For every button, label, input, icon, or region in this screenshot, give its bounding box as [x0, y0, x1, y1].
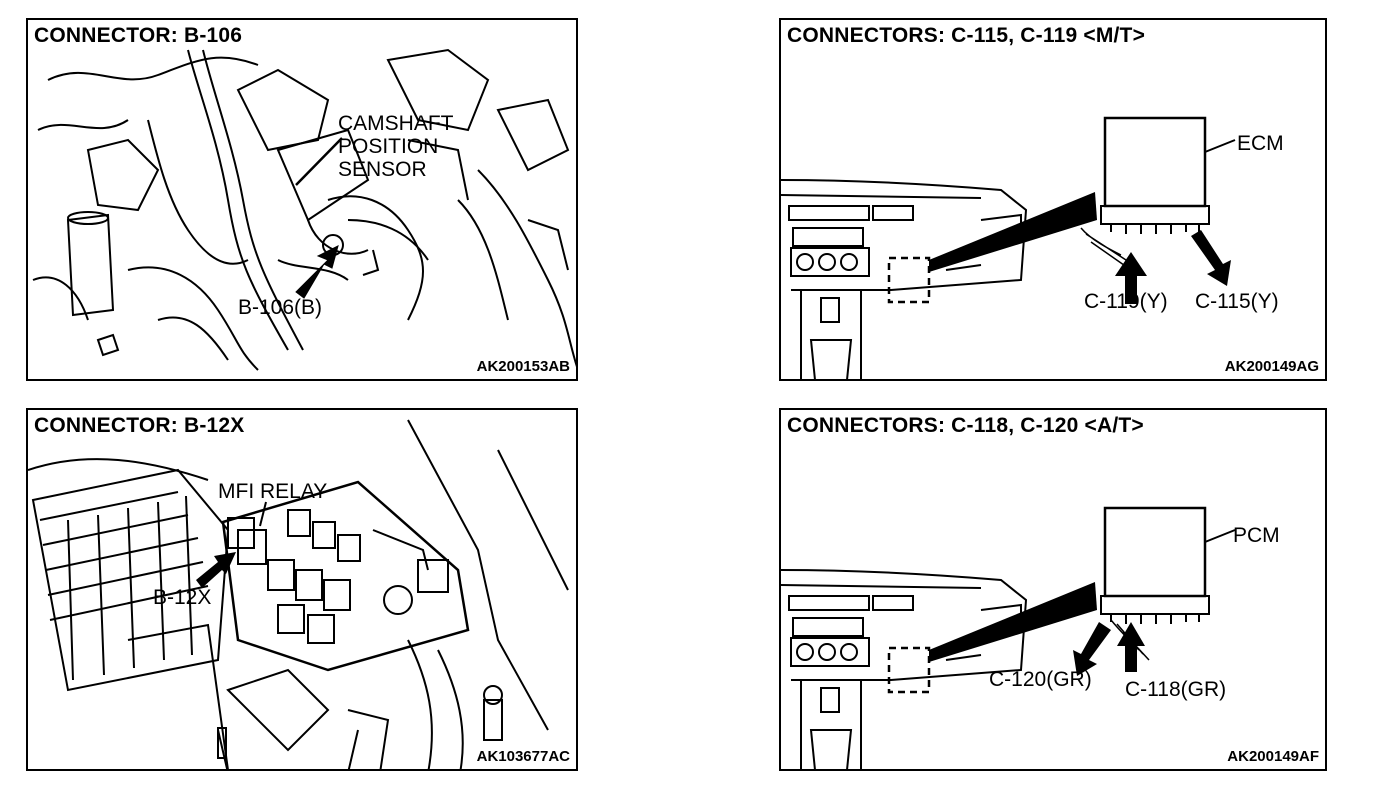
- callout-c119: C-119(Y): [1084, 290, 1168, 313]
- engine-illustration-b106: [32, 48, 576, 371]
- callout-sensor: SENSOR: [338, 158, 427, 181]
- dashboard-illustration-pcm: [781, 506, 1236, 769]
- panel-connectors-c118-c120: CONNECTORS: C-118, C-120 <A/T> PCM C-120…: [779, 408, 1327, 771]
- callout-ecm: ECM: [1237, 132, 1284, 155]
- panel-connectors-c115-c119: CONNECTORS: C-115, C-119 <M/T> ECM C-119…: [779, 18, 1327, 381]
- relay-box-illustration: [28, 419, 569, 769]
- panel-connector-b106: CONNECTOR: B-106 CAMSHAFT POSITION SENSO…: [26, 18, 578, 381]
- callout-pcm: PCM: [1233, 524, 1280, 547]
- panel-title: CONNECTOR: B-106: [34, 24, 243, 47]
- panel-connector-b12x: CONNECTOR: B-12X MFI RELAY B-12X AK10367…: [26, 408, 578, 771]
- figure-code: AK200153AB: [476, 358, 570, 375]
- callout-b106b: B-106(B): [238, 296, 323, 319]
- callout-b12x: B-12X: [153, 586, 212, 609]
- panel-title: CONNECTOR: B-12X: [34, 414, 245, 437]
- dashboard-illustration-ecm: [781, 116, 1236, 379]
- panel-title: CONNECTORS: C-115, C-119 <M/T>: [787, 24, 1146, 47]
- callout-c115: C-115(Y): [1195, 290, 1279, 313]
- figure-code: AK103677AC: [476, 748, 570, 765]
- callout-position: POSITION: [338, 135, 439, 158]
- panel-title: CONNECTORS: C-118, C-120 <A/T>: [787, 414, 1144, 437]
- figure-code: AK200149AF: [1227, 748, 1319, 765]
- callout-c120: C-120(GR): [989, 668, 1092, 691]
- callout-c118: C-118(GR): [1125, 678, 1227, 701]
- callout-camshaft: CAMSHAFT: [338, 112, 454, 135]
- callout-mfi-relay: MFI RELAY: [218, 480, 328, 503]
- figure-code: AK200149AG: [1224, 358, 1319, 375]
